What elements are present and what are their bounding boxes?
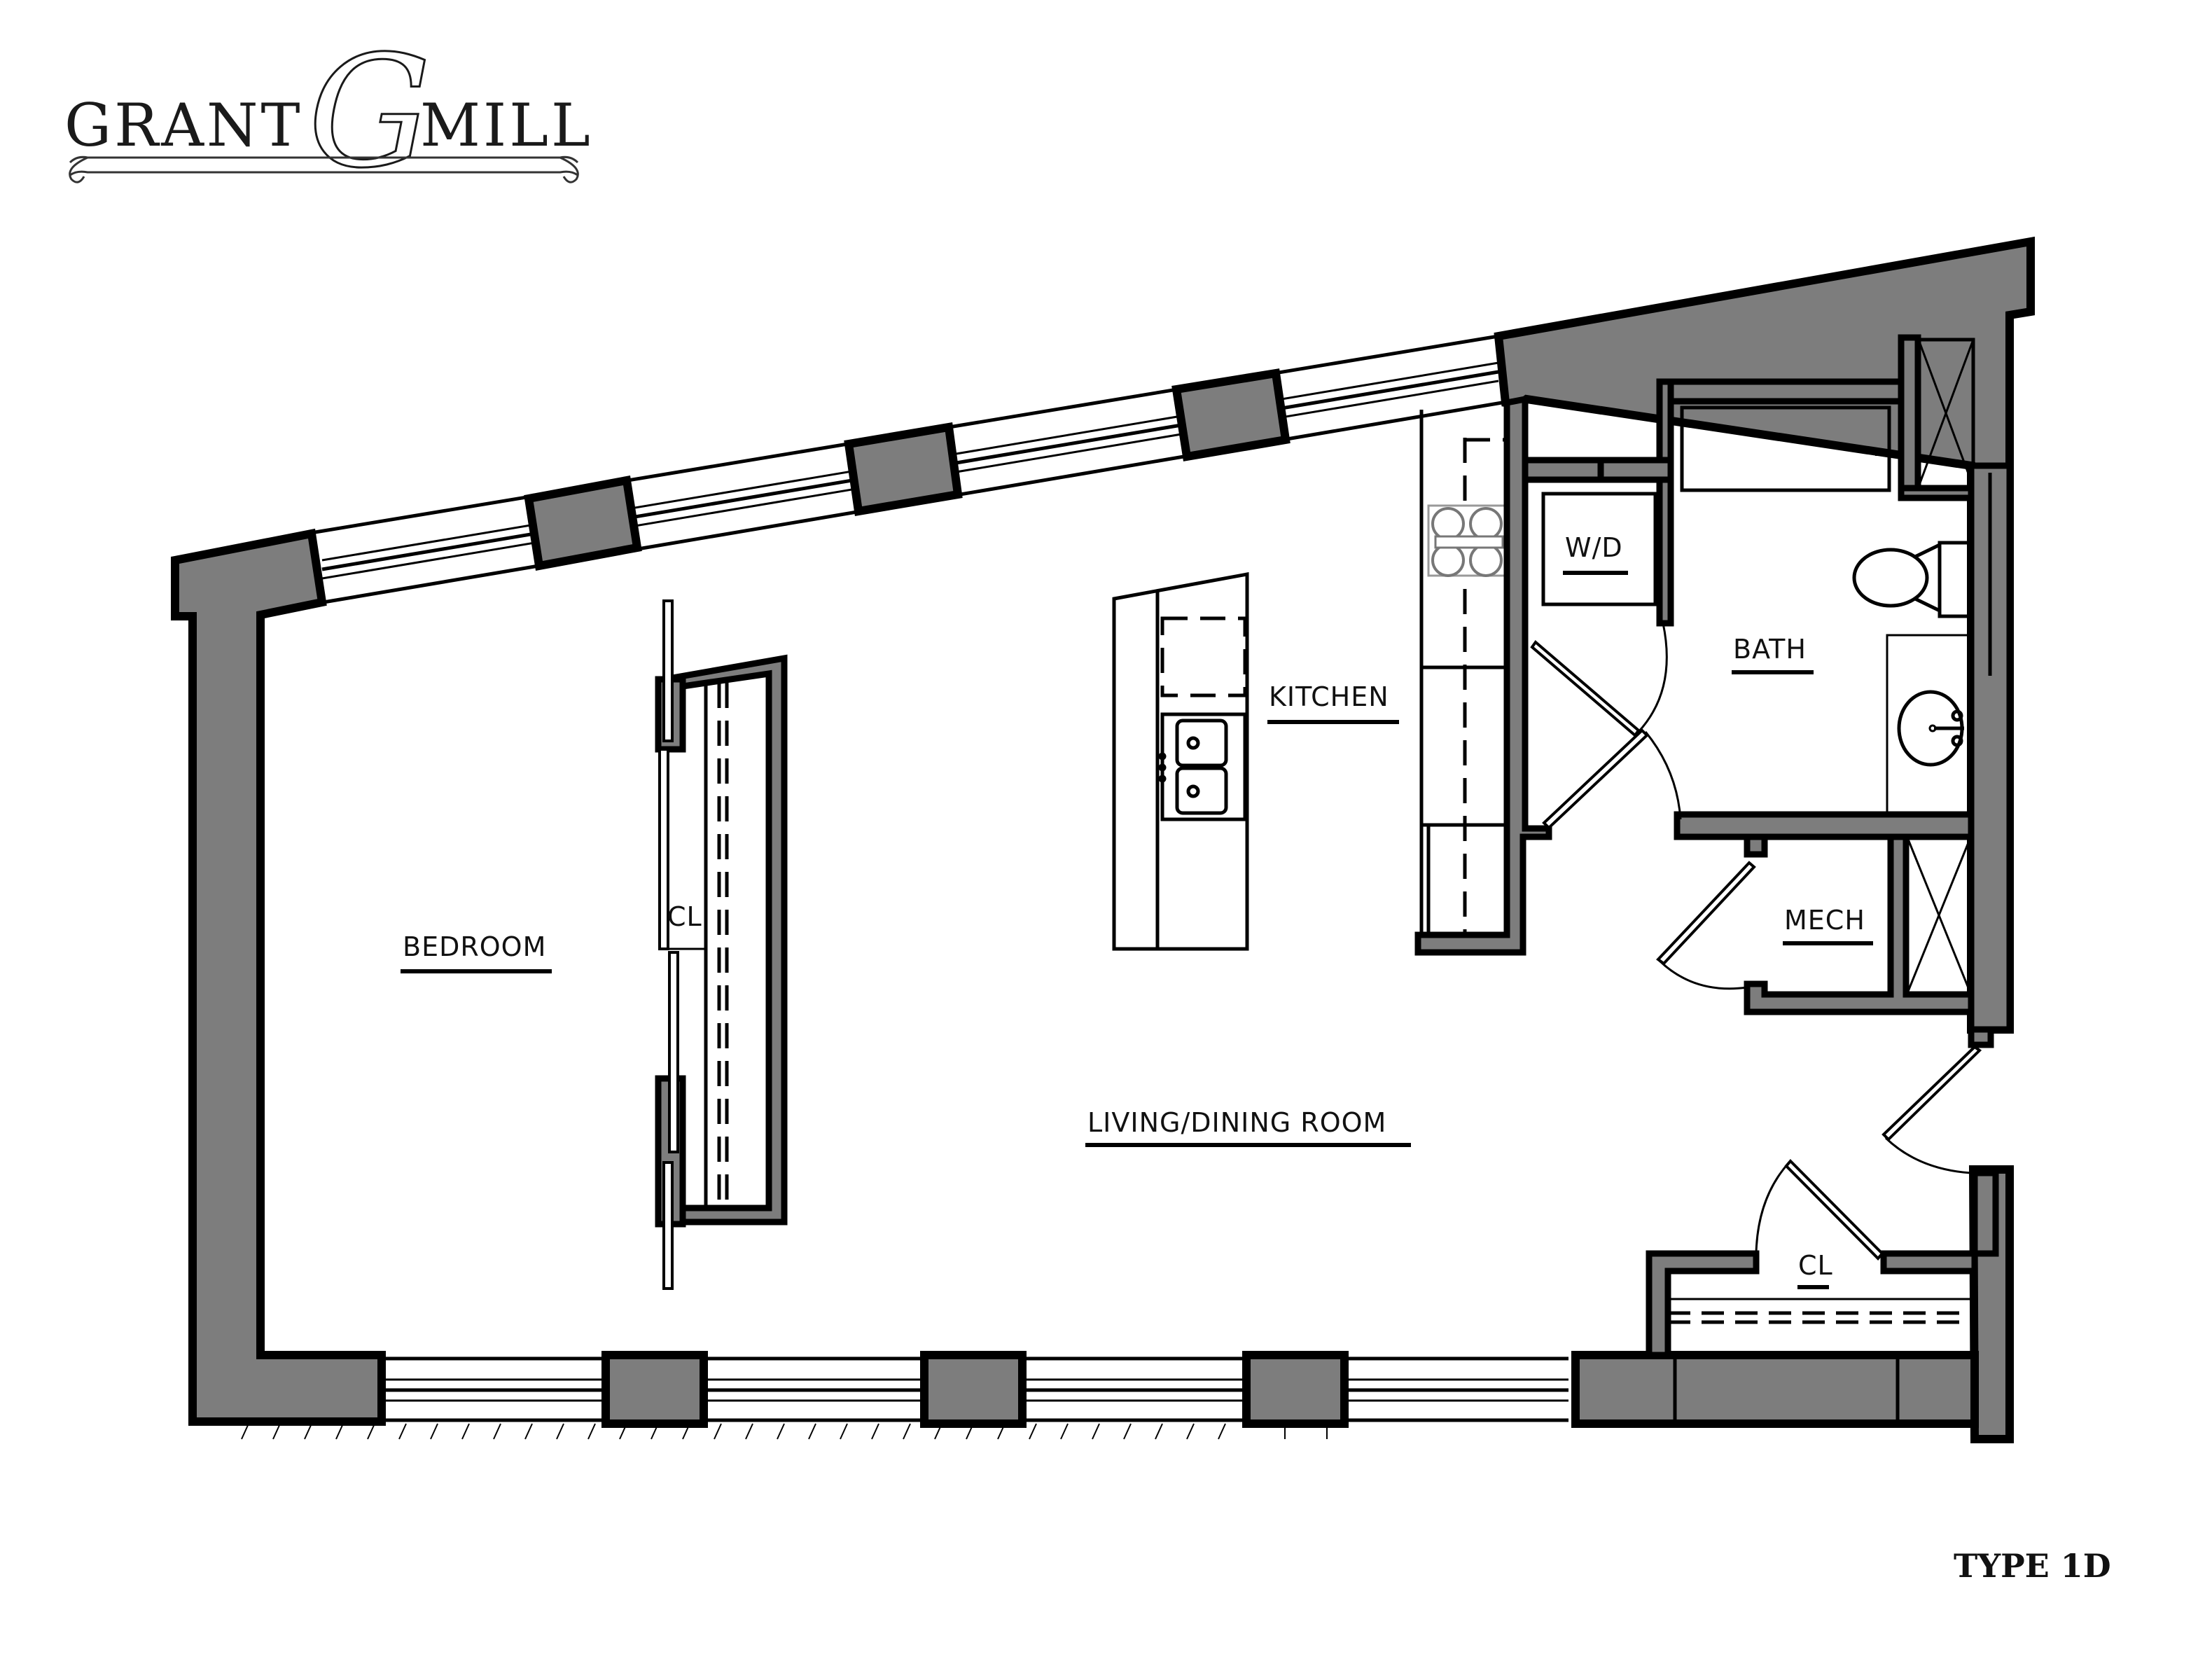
wall-bottom-right	[1571, 1351, 1979, 1428]
logo-scroll-right-icon	[559, 156, 579, 183]
brand-name-left: GRANT	[64, 91, 303, 160]
wall-top-left-corner	[171, 528, 386, 1426]
bathtub	[1680, 405, 1891, 492]
room-label-washer-dryer: W/D	[1565, 532, 1623, 563]
laundry-door[interactable]	[1530, 623, 1682, 830]
wall-pillar-bottom-3	[1242, 1351, 1349, 1428]
double-sink-icon	[1158, 712, 1247, 821]
range-cooktop-icon	[1427, 504, 1508, 577]
room-label-bath: BATH	[1733, 634, 1807, 665]
toilet-icon	[1852, 541, 1973, 618]
bedroom-closet: CL	[655, 599, 788, 1290]
laundry-bath-block: W/D	[1522, 334, 2013, 1048]
brand-name-right: MILL	[420, 91, 593, 160]
sink-icon	[1897, 690, 1964, 767]
mech-door[interactable]	[1656, 861, 1756, 990]
wall-pillar-bottom-1	[601, 1351, 708, 1428]
closet-slider-door[interactable]	[662, 1161, 674, 1290]
room-label-entry-closet: CL	[1798, 1250, 1833, 1281]
kitchen-counter	[1419, 410, 1508, 942]
washer-dryer-unit	[1541, 492, 1657, 606]
brand-logo: GRANT G MILL	[64, 22, 593, 203]
unit-type-label: TYPE 1D	[1954, 1547, 2111, 1585]
kitchen-island	[1112, 571, 1249, 951]
wall-pillar-top-3	[1171, 368, 1291, 461]
room-label-living-dining: LIVING/DINING ROOM	[1087, 1107, 1386, 1138]
logo-flourish-line	[69, 155, 579, 176]
room-labels: BEDROOM KITCHEN LIVING/DINING ROOM BATH …	[401, 634, 1873, 1147]
entry-door[interactable]	[1881, 1045, 1982, 1174]
wall-pillar-top-1	[524, 475, 642, 571]
wall-pillar-top-2	[844, 422, 963, 516]
entry-closet-door[interactable]	[1755, 1159, 1884, 1261]
entry-closet: CL	[1646, 1169, 1999, 1359]
brand-monogram: G	[308, 22, 431, 202]
room-label-bedroom: BEDROOM	[403, 931, 546, 962]
room-label-kitchen: KITCHEN	[1269, 681, 1389, 712]
exterior-hatch	[241, 1423, 1328, 1440]
dishwasher-outline	[1160, 616, 1247, 697]
room-label-bedroom-closet: CL	[667, 901, 702, 932]
wall-kitchen-partition	[1414, 395, 1552, 956]
closet-slider-door[interactable]	[658, 748, 669, 950]
closet-slider-door[interactable]	[662, 599, 674, 742]
logo-scroll-left-icon	[69, 156, 88, 183]
closet-slider-door[interactable]	[668, 951, 679, 1153]
wall-pillar-bottom-2	[920, 1351, 1027, 1428]
room-label-mech: MECH	[1784, 905, 1865, 936]
